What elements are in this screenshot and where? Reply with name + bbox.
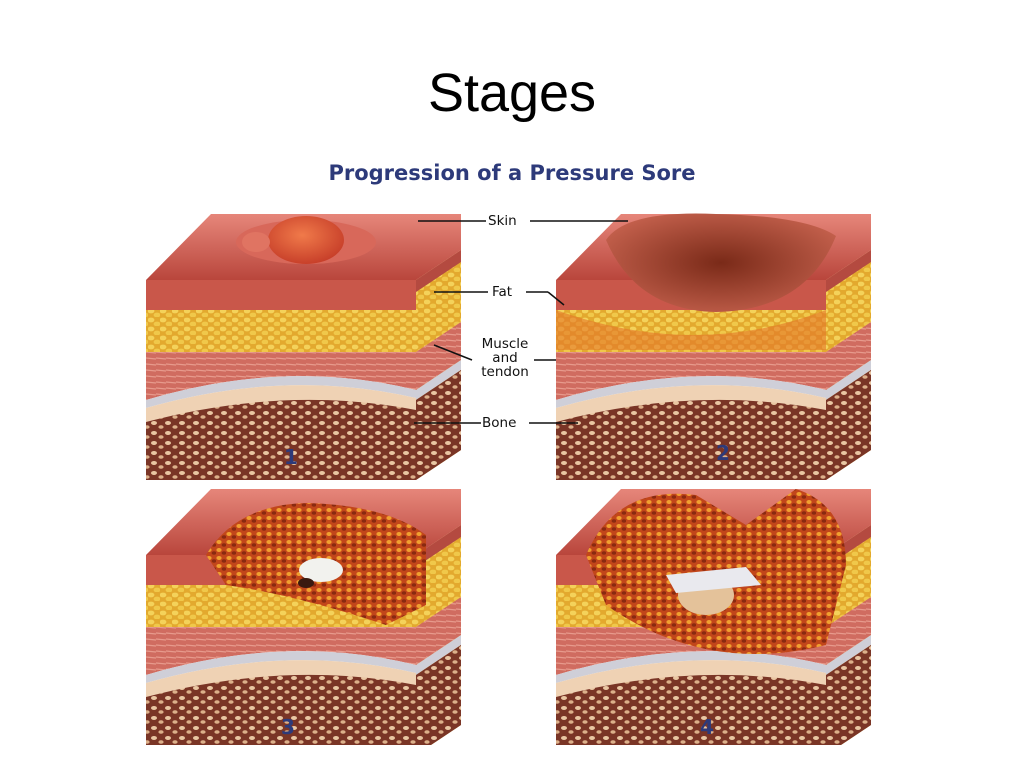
figure-title: Progression of a Pressure Sore: [328, 161, 696, 185]
callout-leaders: [414, 220, 628, 424]
stage-2-block: [556, 213, 871, 480]
stage-4-number: 4: [700, 715, 714, 739]
figure-drawing: [146, 213, 871, 745]
stage-2-number: 2: [716, 441, 730, 465]
fat-label: Fat: [492, 284, 513, 300]
muscle-label-line-2: and: [492, 350, 518, 366]
pressure-sore-figure: Progression of a Pressure Sore Skin Fat …: [136, 155, 888, 745]
slide-title: Stages: [427, 63, 597, 123]
skin-label: Skin: [488, 213, 517, 229]
stage-1-block: [146, 214, 461, 480]
bone-label: Bone: [482, 415, 517, 431]
muscle-label-line-1: Muscle: [481, 336, 529, 352]
muscle-label-line-3: tendon: [481, 364, 529, 380]
muscle-tendon-label: Muscle and tendon: [476, 337, 534, 379]
stage-1-number: 1: [284, 445, 298, 469]
stage-4-block: [556, 489, 871, 745]
stage-3-block: [146, 489, 461, 745]
stage-3-number: 3: [281, 715, 295, 739]
